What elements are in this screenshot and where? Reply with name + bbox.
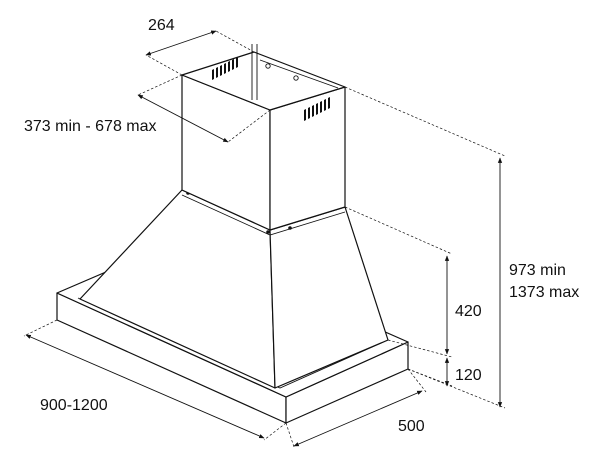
dimension-chimney-height: 373 min - 678 max xyxy=(24,74,271,143)
dimension-chimney-depth: 264 xyxy=(145,17,255,76)
vent-slots-left xyxy=(212,57,238,80)
label-total-height-min: 973 min xyxy=(509,262,566,279)
label-depth: 500 xyxy=(398,418,425,435)
vent-slots-right xyxy=(304,97,330,121)
collar-screw-right xyxy=(288,226,292,230)
chimney-inner-edge xyxy=(259,59,339,89)
chimney-side-face xyxy=(269,86,346,231)
dimension-depth: 500 xyxy=(285,368,427,448)
label-width: 900-1200 xyxy=(40,397,108,414)
hood-canopy xyxy=(79,189,389,389)
collar-screw-front xyxy=(266,230,270,234)
label-total-height-max: 1373 max xyxy=(509,284,579,301)
label-chimney-height: 373 min - 678 max xyxy=(24,118,157,135)
hood-chimney xyxy=(181,44,346,231)
bracket-hole xyxy=(293,75,299,81)
label-base-height: 120 xyxy=(455,367,482,384)
dimension-total-height: 973 min 1373 max xyxy=(344,86,579,409)
label-chimney-depth: 264 xyxy=(148,17,175,34)
dimension-base-height: 120 xyxy=(407,357,482,387)
bracket-hole xyxy=(265,63,271,69)
label-canopy-height: 420 xyxy=(455,303,482,320)
dimension-width: 900-1200 xyxy=(23,319,287,441)
canopy-collar-lower xyxy=(181,194,346,236)
dimension-canopy-height: 420 xyxy=(344,206,482,358)
